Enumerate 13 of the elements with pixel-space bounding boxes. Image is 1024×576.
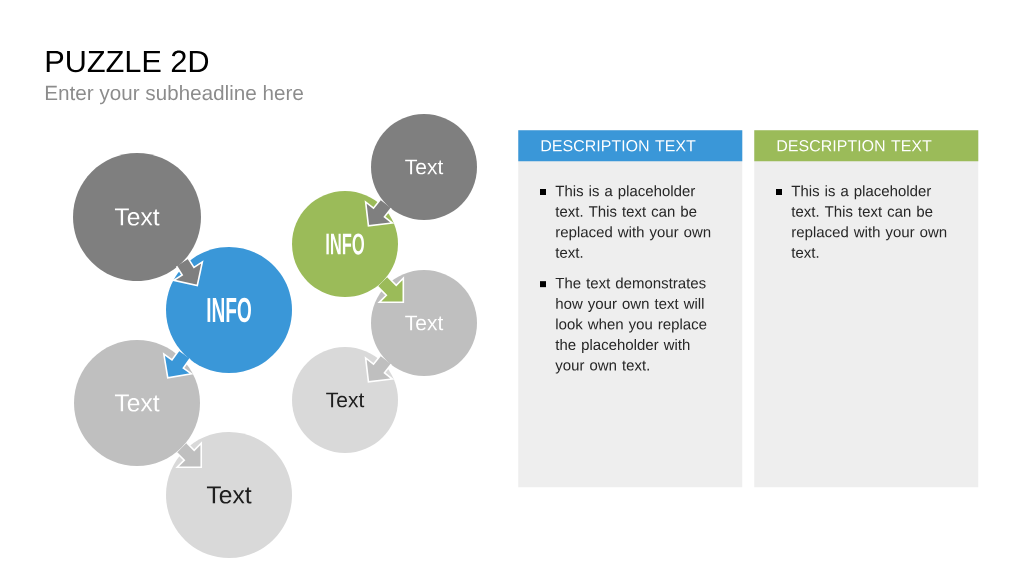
arrow (171, 257, 204, 287)
arrow (376, 275, 405, 304)
bullet-text: This is a placeholder text. This text can be replaced with your own text. (555, 185, 711, 258)
panel-header: DESCRIPTION TEXT (754, 130, 979, 162)
bullet-text: This is a placeholder text. This text can be replaced with your own text. (791, 185, 947, 258)
subheadline: Enter your subheadline here (45, 85, 303, 105)
arrow (364, 198, 395, 227)
bullet-text: The text demonstrates how your own text will look when you replace the placeholder with your own text. (555, 277, 707, 374)
arrow (364, 354, 395, 383)
arrow (175, 441, 203, 469)
panel-header: DESCRIPTION TEXT (518, 130, 743, 162)
arrow (162, 349, 194, 379)
title: PUZZLE 2D (46, 50, 209, 73)
